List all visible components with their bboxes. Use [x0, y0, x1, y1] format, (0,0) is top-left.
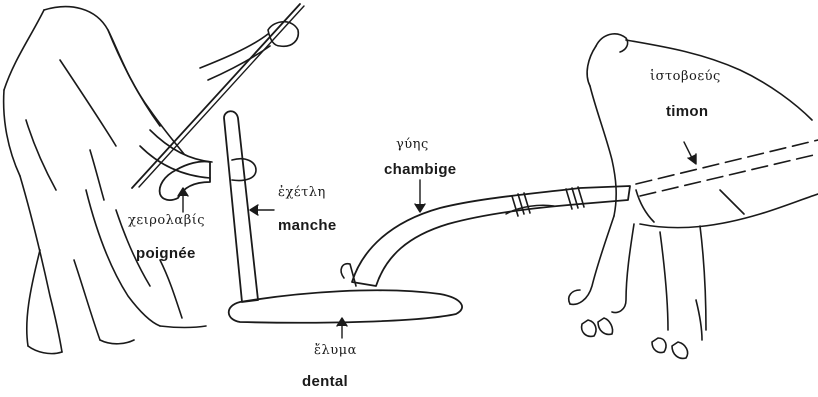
- share-beam-french-label: dental: [302, 374, 348, 389]
- ploughman-figure: [4, 4, 304, 354]
- share-beam-greek-label: ἔλυμα: [314, 344, 357, 357]
- beam-greek-label: γύης: [396, 138, 429, 151]
- pole-greek-label: ἱστοβοεύς: [650, 70, 721, 83]
- stilt-greek-label: ἐχέτλη: [278, 186, 326, 199]
- beam-french-label: chambige: [384, 162, 456, 177]
- stilt-french-label: manche: [278, 218, 337, 233]
- plough: [160, 111, 818, 322]
- pole-french-label: timon: [666, 104, 708, 119]
- handle-french-label: poignée: [136, 246, 196, 261]
- handle-greek-label: χειρολαβίς: [128, 214, 205, 227]
